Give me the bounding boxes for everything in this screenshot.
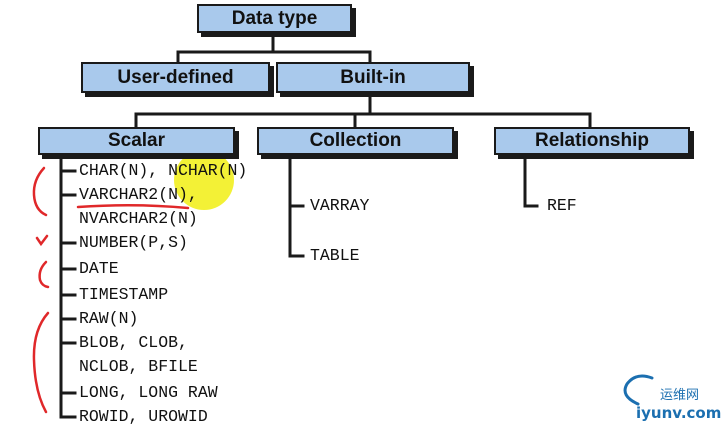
- annotation-underline-varchar2: [76, 203, 190, 210]
- watermark-cn: 运维网: [660, 388, 700, 403]
- scalar-item: BLOB, CLOB,: [79, 333, 188, 352]
- scalar-item: NCLOB, BFILE: [79, 357, 198, 376]
- scalar-item: ROWID, UROWID: [79, 407, 208, 426]
- node-user-defined: User-defined: [81, 62, 270, 93]
- annotation-bracket-date: [38, 260, 50, 289]
- scalar-item: DATE: [79, 259, 119, 278]
- scalar-item: NUMBER(P,S): [79, 233, 188, 252]
- collection-item: TABLE: [310, 246, 360, 265]
- relationship-item: REF: [547, 196, 577, 215]
- scalar-item: CHAR(N), NCHAR(N): [79, 161, 248, 180]
- node-scalar: Scalar: [38, 127, 235, 155]
- watermark-domain: iyunv.com: [636, 404, 722, 422]
- node-data-type: Data type: [197, 4, 352, 33]
- node-relationship: Relationship: [494, 127, 690, 155]
- collection-item: VARRAY: [310, 196, 370, 215]
- node-built-in: Built-in: [276, 62, 470, 93]
- scalar-item: TIMESTAMP: [79, 285, 169, 304]
- scalar-item: RAW(N): [79, 309, 139, 328]
- annotation-bracket-lob: [32, 311, 50, 414]
- node-collection: Collection: [257, 127, 454, 155]
- scalar-item: NVARCHAR2(N): [79, 209, 198, 228]
- highlight-circle: [174, 150, 234, 210]
- scalar-item: VARCHAR2(N),: [79, 185, 198, 204]
- scalar-item: LONG, LONG RAW: [79, 383, 218, 402]
- watermark-swirl-icon: [623, 374, 654, 406]
- annotation-bracket-char: [32, 166, 48, 217]
- annotation-check-number: [35, 234, 49, 247]
